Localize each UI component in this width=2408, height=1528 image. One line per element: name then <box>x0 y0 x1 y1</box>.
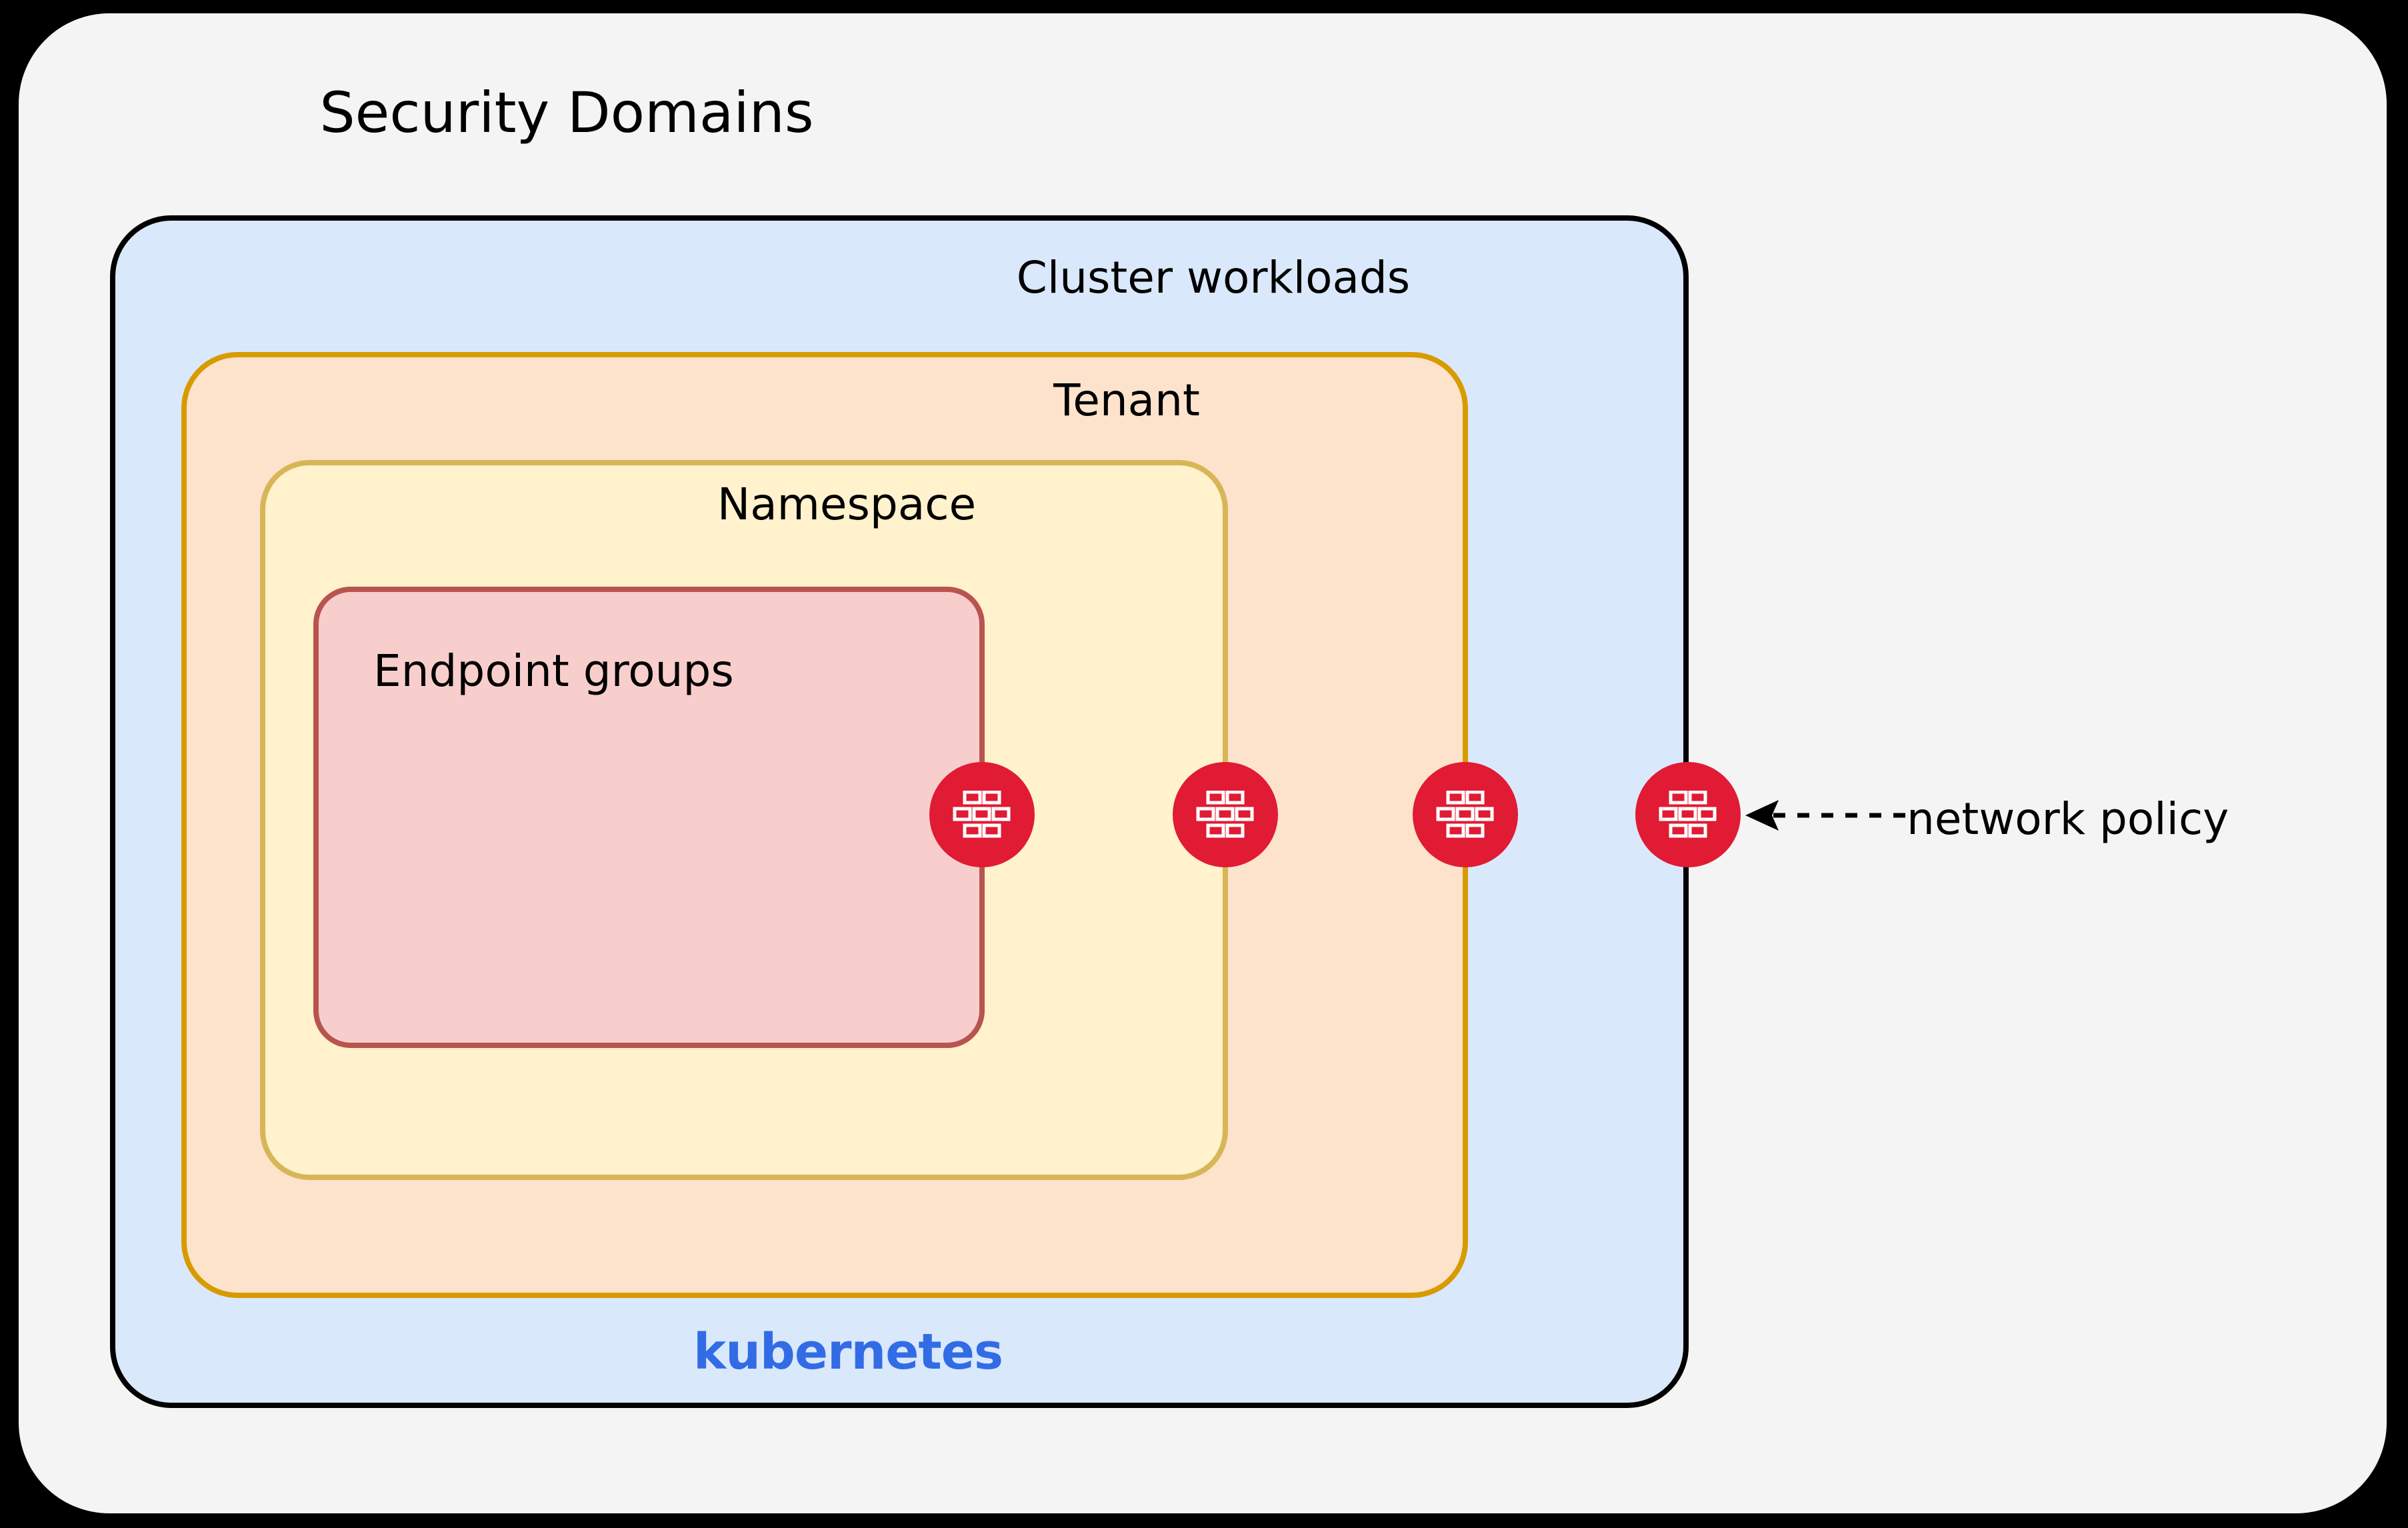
firewall-brick-icon[interactable] <box>1635 762 1741 867</box>
firewall-brick-icon[interactable] <box>1413 762 1518 867</box>
tenant-label: Tenant <box>1053 375 1200 426</box>
network-policy-arrow <box>1745 800 1905 831</box>
firewall-brick-icon[interactable] <box>929 762 1035 867</box>
namespace-label: Namespace <box>717 479 977 530</box>
network-policy-label: network policy <box>1907 793 2229 845</box>
arrow-head-icon <box>1745 800 1779 831</box>
endpoint-groups-label: Endpoint groups <box>373 645 734 697</box>
kubernetes-wordmark: kubernetes <box>693 1323 1003 1381</box>
firewall-brick-icon[interactable] <box>1173 762 1278 867</box>
cluster-workloads-label: Cluster workloads <box>1016 252 1411 303</box>
security-domains-title: Security Domains <box>319 80 814 145</box>
endpoint-groups-box <box>313 587 985 1048</box>
